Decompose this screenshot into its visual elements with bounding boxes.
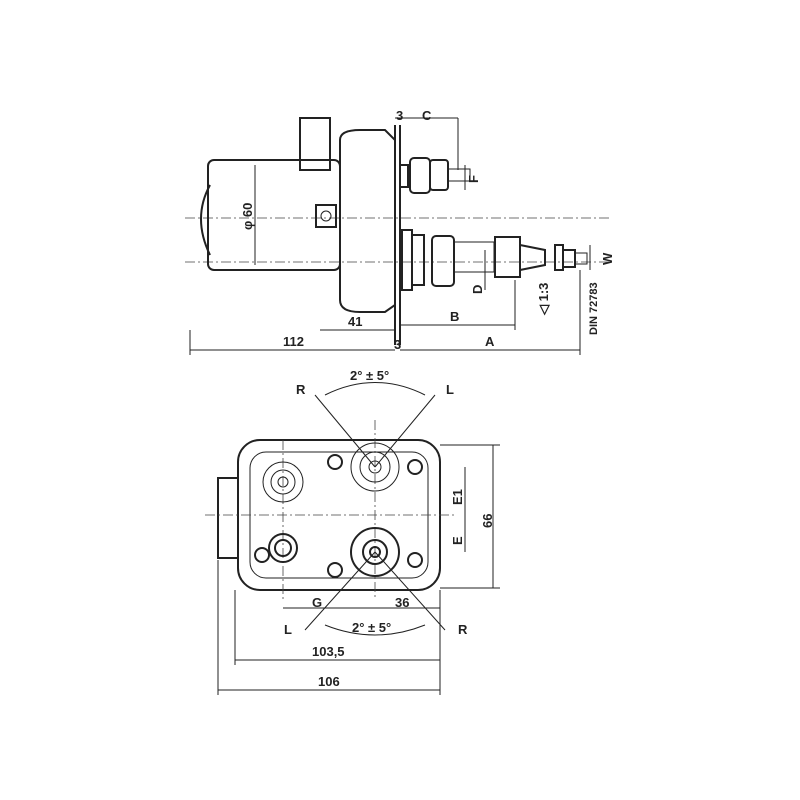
dim-3-bottom: 3	[394, 337, 401, 352]
dim-diameter: φ 60	[240, 203, 255, 230]
dim-103-5: 103,5	[312, 644, 345, 659]
dim-a: A	[485, 334, 495, 349]
taper-label: ◁ 1:3	[536, 283, 551, 316]
side-view: 3 C F φ 60 41 B D ◁ 1:3 DIN 72783 W 112 …	[185, 108, 615, 355]
top-r: R	[296, 382, 306, 397]
bottom-angle: 2° ± 5°	[352, 620, 391, 635]
dim-112: 112	[283, 334, 304, 349]
dim-3-top: 3	[396, 108, 403, 123]
dim-41: 41	[348, 314, 362, 329]
gear-housing	[339, 129, 396, 313]
motor-body	[207, 159, 341, 271]
dim-36: 36	[395, 595, 409, 610]
din-standard: DIN 72783	[588, 282, 600, 335]
dim-106: 106	[318, 674, 340, 689]
dim-d: D	[470, 285, 485, 294]
dim-f: F	[466, 175, 481, 183]
dim-b: B	[450, 309, 459, 324]
front-view: R 2° ± 5° L E1 E 66 G 36 L 2° ± 5° R 103…	[205, 368, 500, 695]
dim-e: E	[450, 536, 465, 545]
dim-w: W	[600, 252, 615, 265]
bottom-l: L	[284, 622, 292, 637]
top-l: L	[446, 382, 454, 397]
dim-66: 66	[480, 514, 495, 528]
dim-e1: E1	[450, 489, 465, 505]
bottom-r: R	[458, 622, 468, 637]
top-angle: 2° ± 5°	[350, 368, 389, 383]
connector-block	[299, 117, 331, 171]
dim-g: G	[312, 595, 322, 610]
dim-c: C	[422, 108, 432, 123]
